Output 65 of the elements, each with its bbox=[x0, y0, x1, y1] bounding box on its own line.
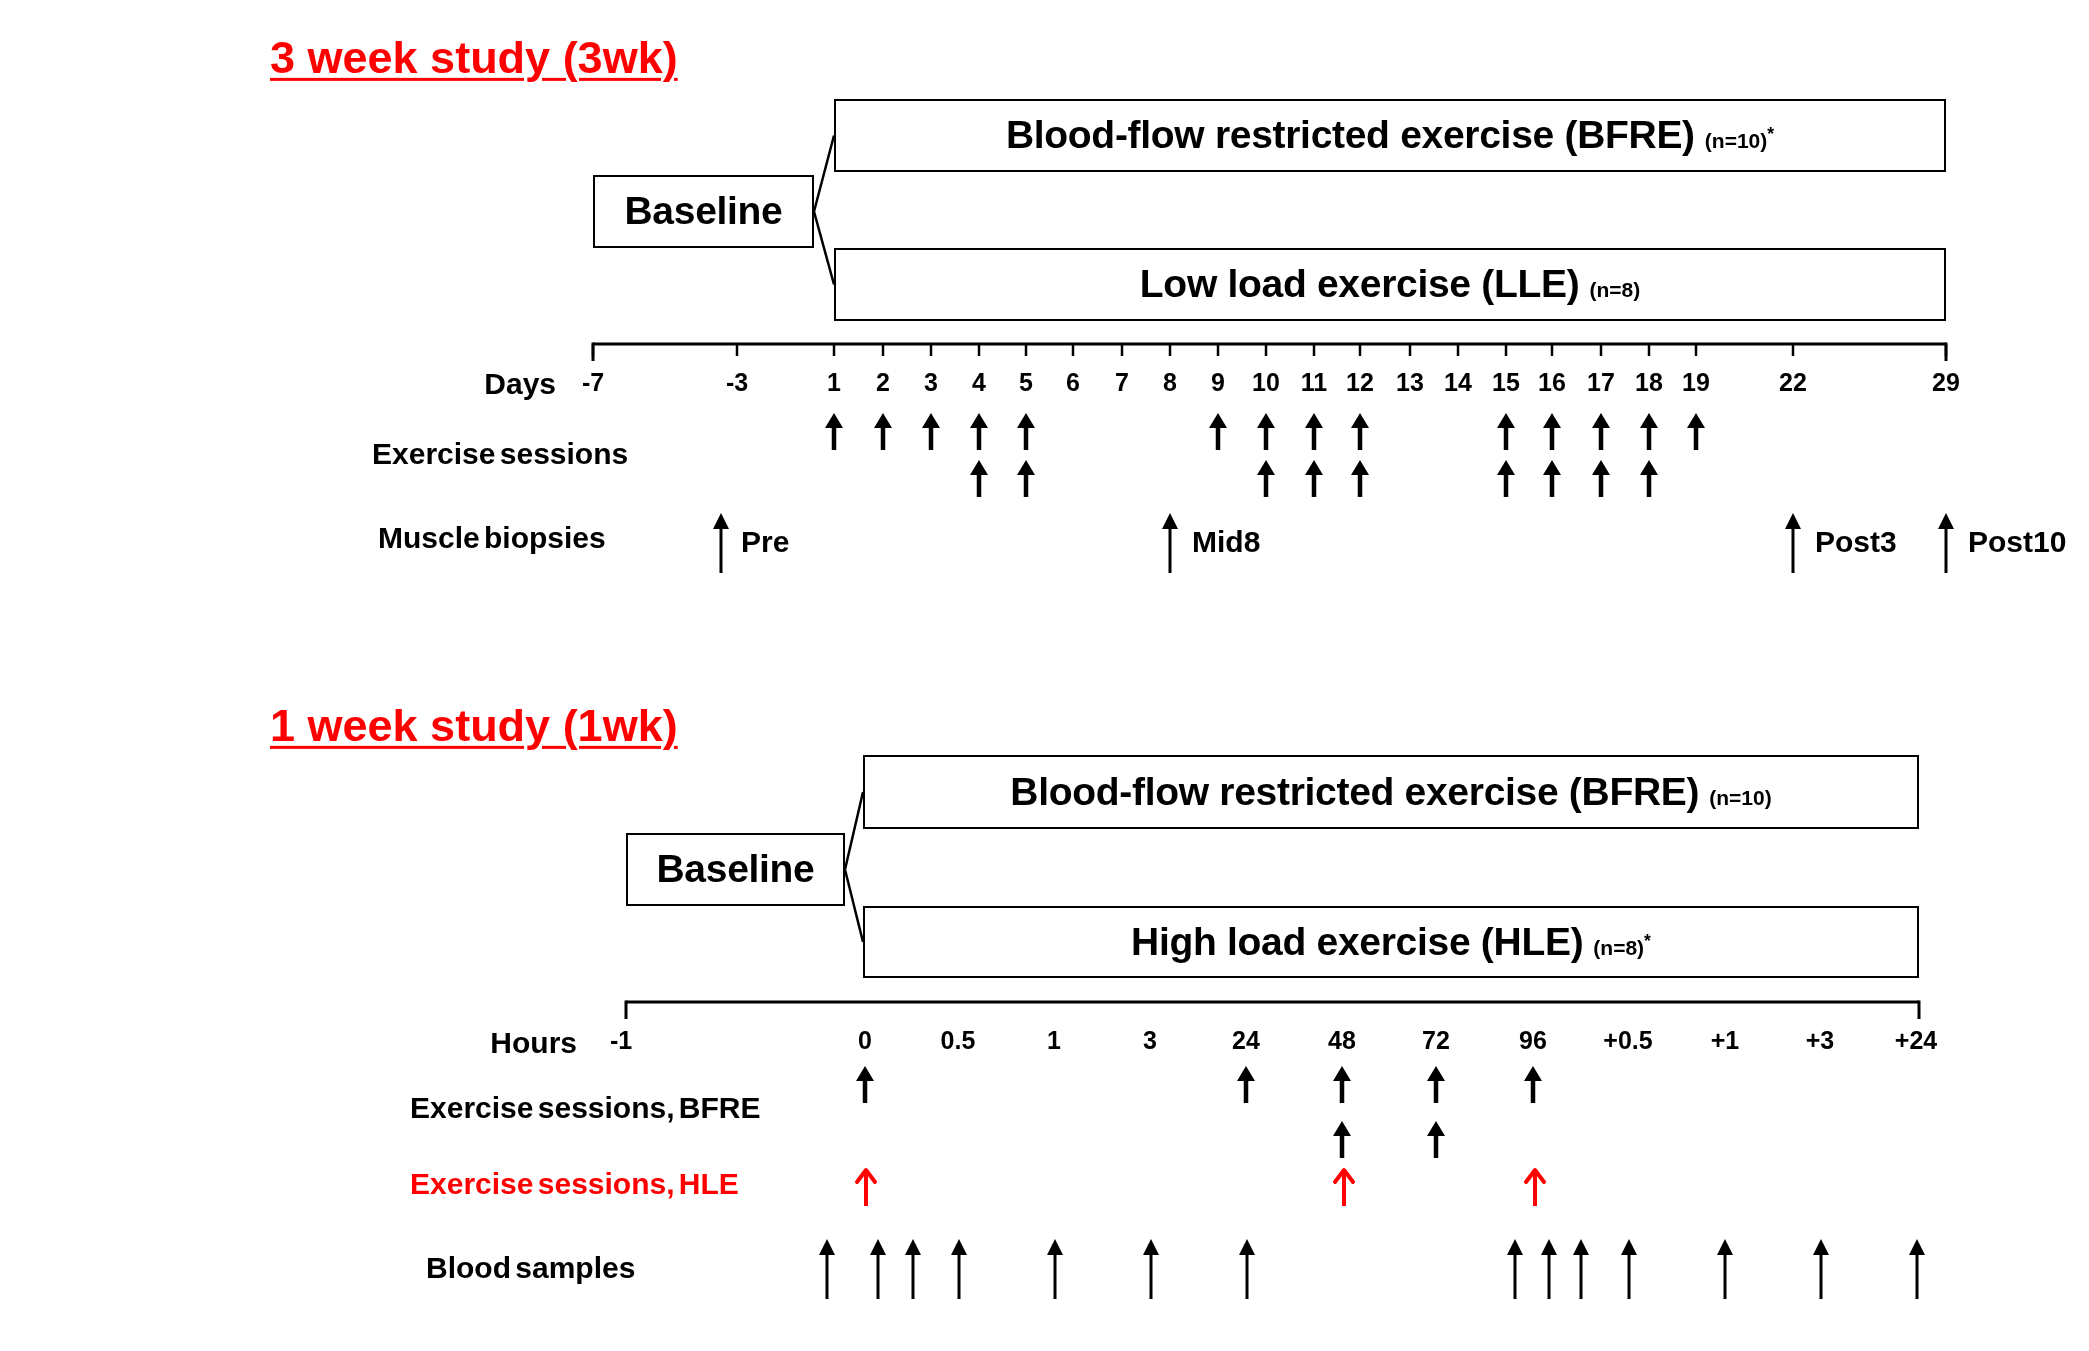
tick-label: 3 bbox=[1143, 1025, 1157, 1057]
tick-label: 1 bbox=[827, 367, 841, 399]
phase-label: Baseline bbox=[656, 847, 815, 891]
tick-label: 9 bbox=[1211, 367, 1225, 399]
group-box bbox=[834, 248, 1946, 321]
tick-label: 18 bbox=[1635, 367, 1663, 399]
tick-label: 29 bbox=[1932, 367, 1960, 399]
axis-title: Days bbox=[484, 366, 556, 403]
tick-label: 13 bbox=[1396, 367, 1424, 399]
tick-label: 12 bbox=[1346, 367, 1374, 399]
tick-label: 22 bbox=[1779, 367, 1807, 399]
tick-label: 3 bbox=[924, 367, 938, 399]
tick-label: 0.5 bbox=[940, 1025, 976, 1057]
row-label: Exercise sessions, BFRE bbox=[410, 1090, 761, 1127]
group-title: Blood-flow restricted exercise (BFRE) bbox=[1005, 113, 1695, 157]
row-label: Muscle biopsies bbox=[378, 520, 606, 557]
section-heading: 3 week study (3wk) bbox=[270, 30, 678, 85]
tick-label: 11 bbox=[1300, 367, 1328, 399]
tick-label: 48 bbox=[1328, 1025, 1356, 1057]
tick-label: 1 bbox=[1047, 1025, 1061, 1057]
biopsy-label: Pre bbox=[741, 524, 790, 561]
section-heading: 1 week study (1wk) bbox=[270, 698, 678, 753]
tick-label: 2 bbox=[876, 367, 890, 399]
tick-label: 10 bbox=[1252, 367, 1280, 399]
tick-label: +0.5 bbox=[1603, 1025, 1653, 1057]
tick-label: -7 bbox=[581, 367, 605, 399]
phase-label: Baseline bbox=[624, 189, 783, 233]
phase-box bbox=[593, 175, 814, 248]
group-title: Blood-flow restricted exercise (BFRE) bbox=[1010, 769, 1700, 813]
sample-size: (n=10)$^{*}$ bbox=[1704, 129, 1775, 153]
tick-label: -3 bbox=[725, 367, 749, 399]
tick-label: 24 bbox=[1232, 1025, 1260, 1057]
tick-label: +1 bbox=[1710, 1025, 1740, 1057]
tick-label: 7 bbox=[1115, 367, 1129, 399]
tick-label: -1 bbox=[609, 1025, 633, 1057]
tick-label: +3 bbox=[1805, 1025, 1835, 1057]
sample-size: (n=10) bbox=[1709, 785, 1772, 809]
row-label: Exercise sessions, HLE bbox=[410, 1166, 739, 1203]
row-label: Blood samples bbox=[426, 1250, 636, 1287]
biopsy-label: Post3 bbox=[1815, 524, 1897, 561]
tick-label: 4 bbox=[972, 367, 986, 399]
group-box bbox=[863, 906, 1919, 978]
tick-label: 16 bbox=[1538, 367, 1566, 399]
tick-label: 96 bbox=[1519, 1025, 1547, 1057]
phase-box bbox=[626, 833, 845, 906]
tick-label: 8 bbox=[1163, 367, 1177, 399]
tick-label: 0 bbox=[858, 1025, 872, 1057]
row-label: Exercise sessions bbox=[372, 436, 629, 473]
tick-label: 5 bbox=[1019, 367, 1033, 399]
sample-size: (n=8)$^{*}$ bbox=[1593, 935, 1651, 959]
axis-title: Hours bbox=[490, 1025, 577, 1062]
tick-label: 6 bbox=[1066, 367, 1080, 399]
tick-label: 17 bbox=[1587, 367, 1615, 399]
tick-label: 15 bbox=[1492, 367, 1520, 399]
group-title: High load exercise (HLE) bbox=[1131, 919, 1584, 963]
biopsy-label: Mid8 bbox=[1192, 524, 1261, 561]
tick-label: 14 bbox=[1444, 367, 1472, 399]
tick-label: 72 bbox=[1422, 1025, 1450, 1057]
sample-size: (n=8) bbox=[1589, 278, 1641, 302]
group-box bbox=[834, 99, 1946, 172]
biopsy-label: Post10 bbox=[1968, 524, 2067, 561]
group-title: Low load exercise (LLE) bbox=[1139, 262, 1580, 306]
tick-label: 19 bbox=[1682, 367, 1710, 399]
tick-label: +24 bbox=[1894, 1025, 1938, 1057]
group-box bbox=[863, 755, 1919, 829]
